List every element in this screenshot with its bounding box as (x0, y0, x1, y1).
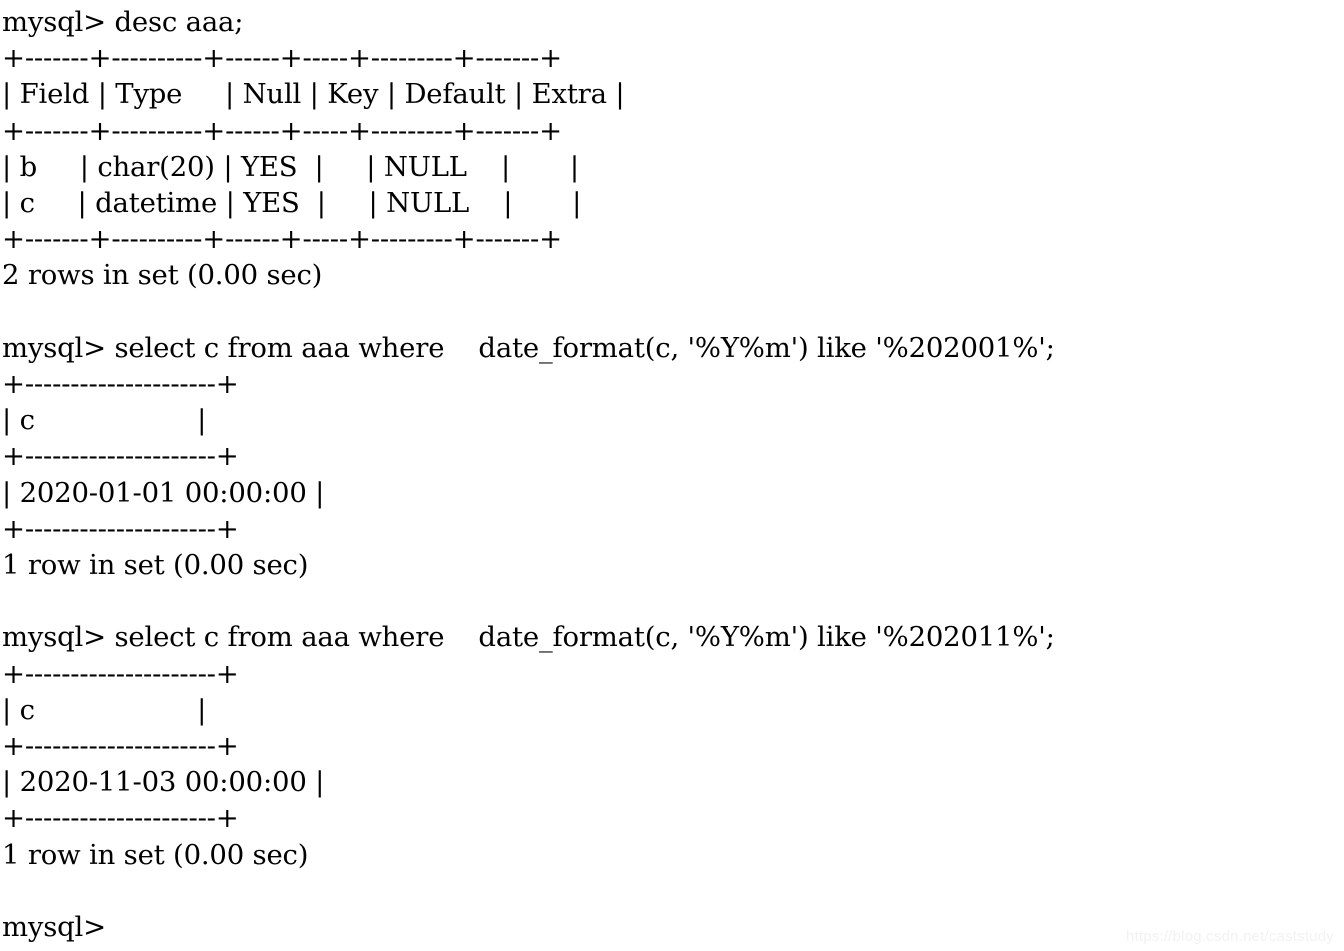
terminal-screen-text: mysql> desc aaa; +-------+----------+---… (2, 6, 1055, 944)
csdn-blog-watermark: https://blog.csdn.net/caststudy (1126, 928, 1334, 945)
